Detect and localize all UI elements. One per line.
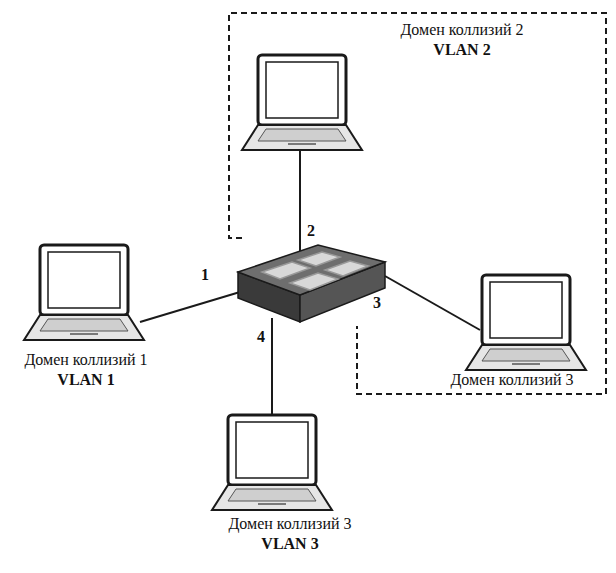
laptop-icon [24, 245, 144, 340]
port-number: 2 [306, 222, 316, 240]
domain-name: Домен коллизий 3 [228, 514, 351, 534]
wire [271, 318, 273, 415]
wire [299, 150, 301, 251]
laptop-icon [212, 415, 332, 510]
domain-name: Домен коллизий 2 [400, 20, 523, 40]
laptop-icon [242, 55, 362, 150]
vlan-name: VLAN 2 [400, 40, 523, 60]
vlan-name: VLAN 3 [228, 534, 351, 554]
domain-name: Домен коллизий 3 [450, 370, 573, 390]
wire [140, 292, 240, 322]
port-number: 4 [256, 328, 266, 346]
port-number: 1 [200, 266, 210, 284]
domain-caption: Домен коллизий 3VLAN 3 [228, 514, 351, 554]
port-number: 3 [372, 294, 382, 312]
vlan-name: VLAN 1 [24, 370, 147, 390]
domain-caption: Домен коллизий 1VLAN 1 [24, 350, 147, 390]
domain-caption: Домен коллизий 2VLAN 2 [400, 20, 523, 60]
domain-name: Домен коллизий 1 [24, 350, 147, 370]
switch-symbol [238, 245, 385, 322]
wire [385, 276, 480, 330]
domain-caption: Домен коллизий 3 [450, 370, 573, 390]
laptop-icon [466, 275, 586, 370]
dashed-outline [229, 13, 606, 394]
